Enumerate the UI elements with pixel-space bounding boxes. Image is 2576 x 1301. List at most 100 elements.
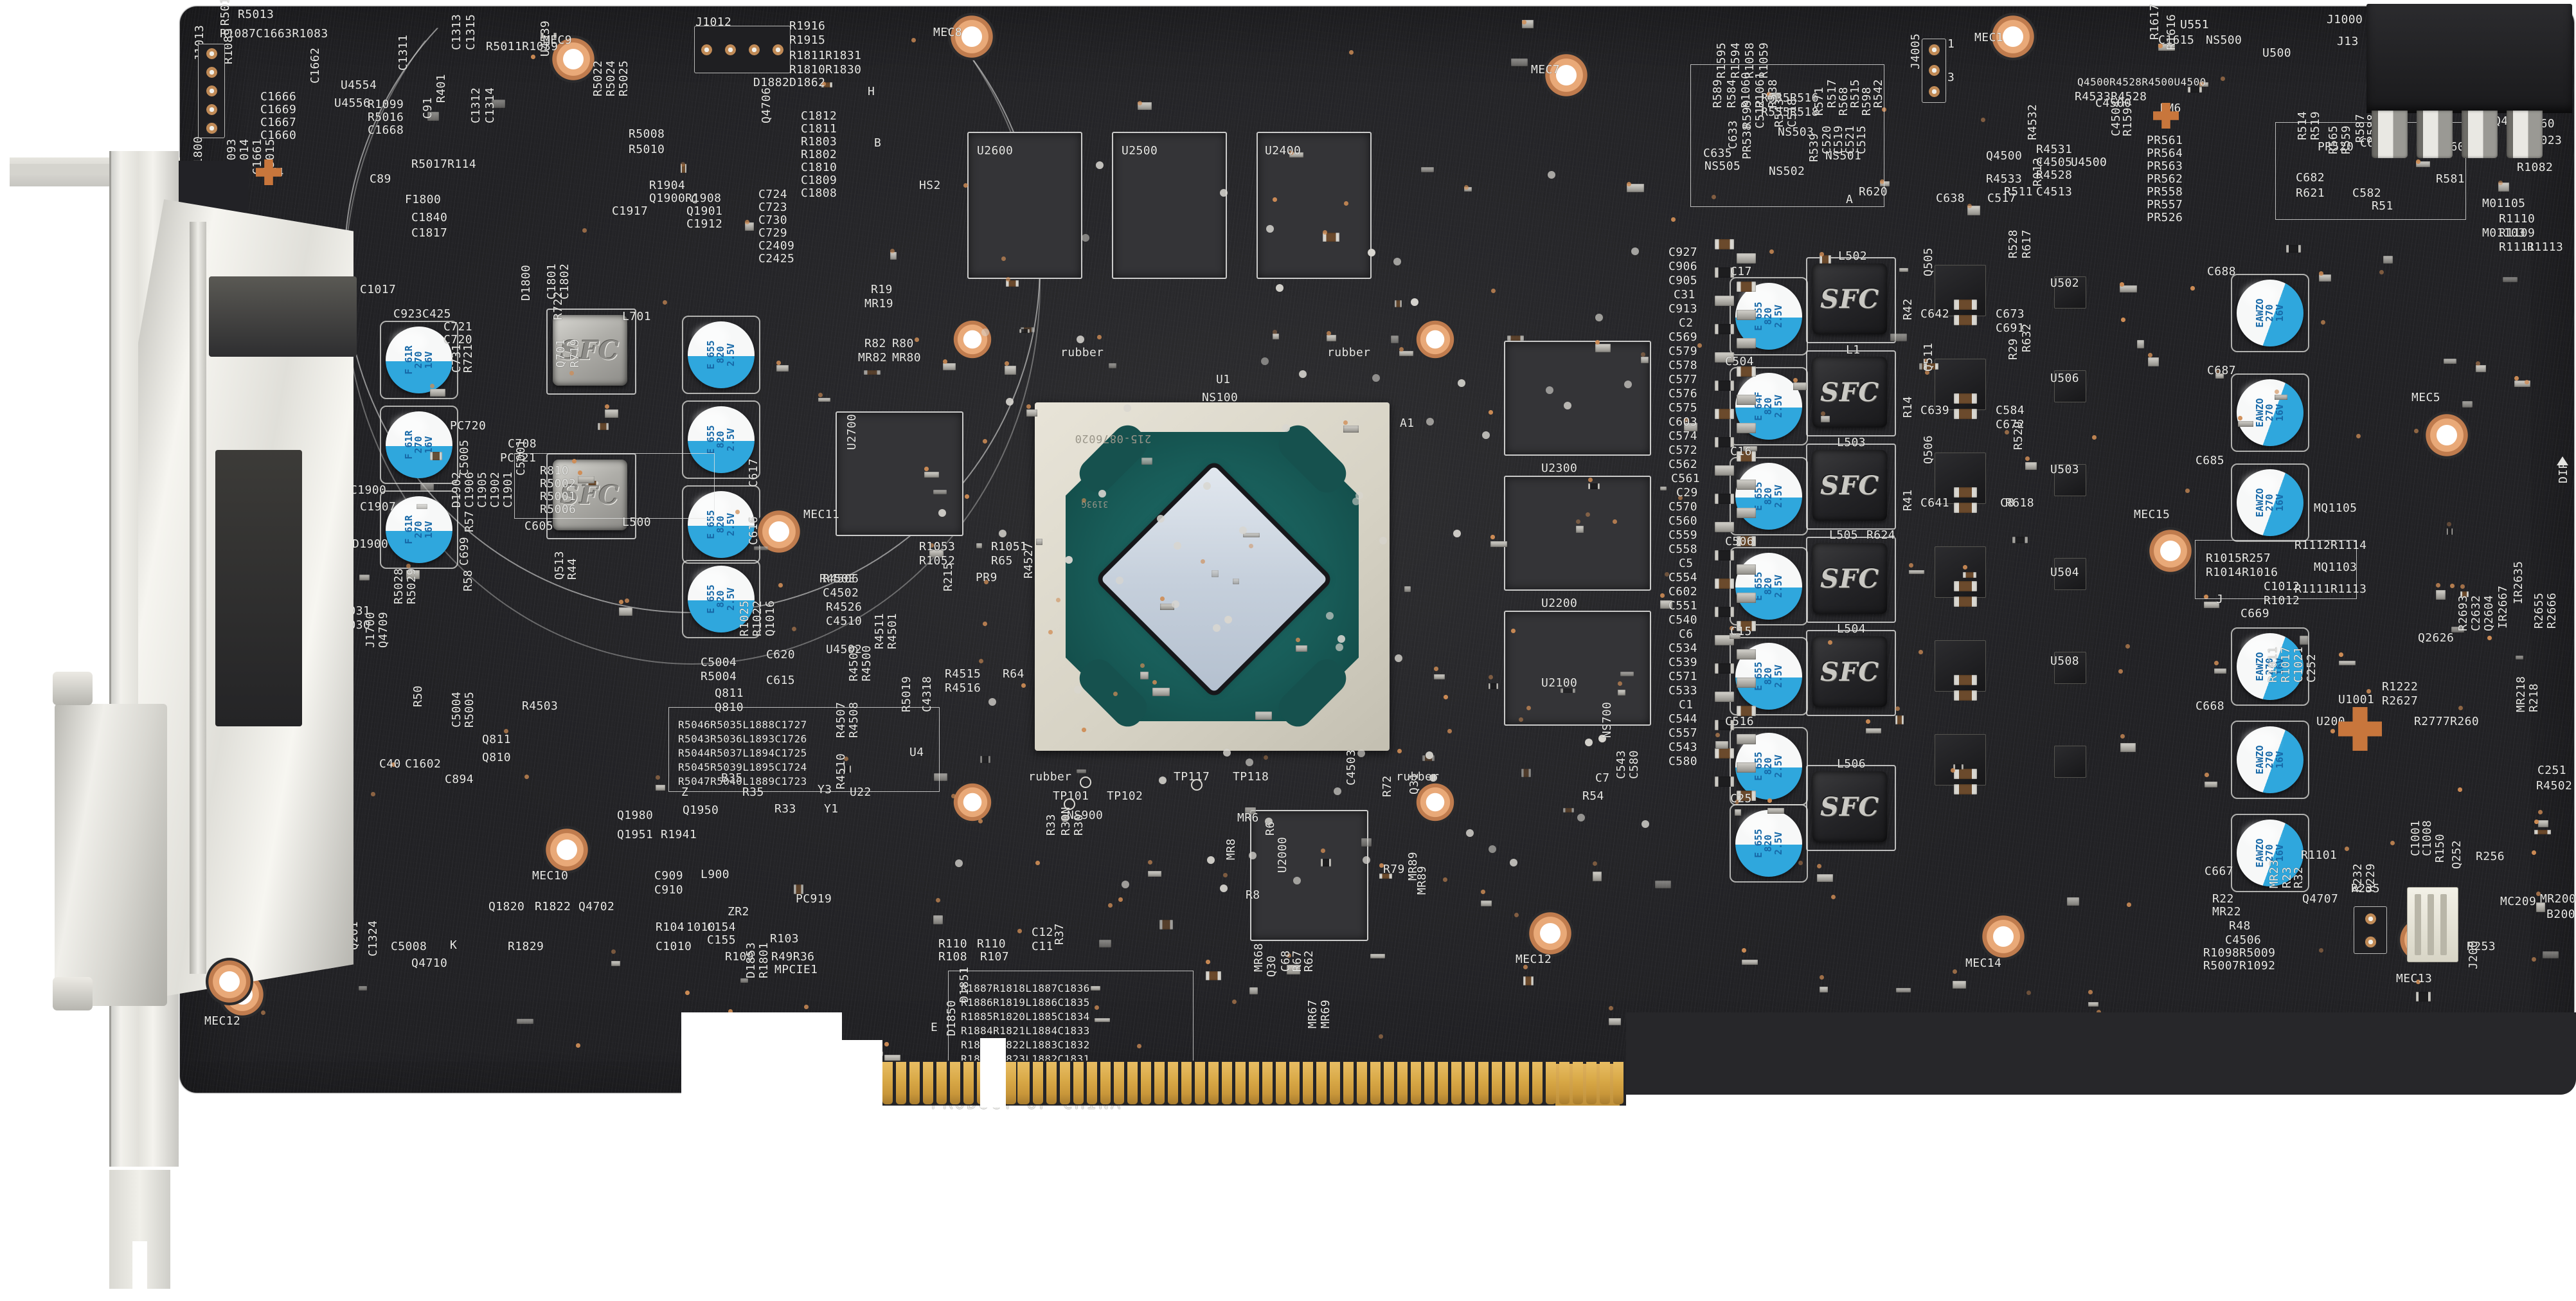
smd-passive (1592, 872, 1602, 882)
silkscreen-label: U508 (2050, 654, 2079, 668)
capacitor-pad-outline (682, 400, 760, 479)
silkscreen-label: C1312 (469, 87, 483, 123)
silkscreen-label: R1822 (535, 900, 571, 913)
power-pin (2462, 111, 2498, 158)
pcie-gold-finger (1235, 1062, 1246, 1104)
pcb-via (2125, 643, 2130, 649)
memory-chip (1504, 341, 1651, 456)
silkscreen-label: L504 (1837, 622, 1866, 636)
silkscreen-label: R80 (892, 337, 914, 350)
pcb-via (1488, 409, 1493, 415)
pcb-via (1491, 288, 1496, 293)
smd-passive (1715, 352, 1734, 363)
silkscreen-label: C2632 (2469, 595, 2483, 631)
solder-pad (1006, 397, 1014, 406)
header-j8[interactable] (2354, 906, 2387, 954)
pcb-via (1348, 49, 1354, 55)
silkscreen-label: L500 (622, 516, 651, 529)
pcb-via (951, 794, 956, 799)
pcb-via (1981, 118, 1986, 123)
pcie-gold-finger (1154, 1062, 1165, 1104)
silkscreen-label: C1615 (2158, 33, 2195, 47)
solder-pad (1547, 170, 1555, 179)
inductor-sfc: SFC (553, 315, 627, 386)
silkscreen-label: C682 (2296, 171, 2325, 184)
smd-passive (655, 784, 665, 791)
silkscreen-label: R5046R5035L1888C1727 (678, 719, 807, 731)
displayport-port[interactable] (215, 450, 302, 726)
header-j1012[interactable] (694, 26, 791, 73)
pcie-gold-finger (1141, 1062, 1151, 1104)
pcb-via (844, 756, 849, 761)
silkscreen-label: C580 (1668, 755, 1697, 768)
silkscreen-label: R4528 (2036, 168, 2073, 182)
silkscreen-label: C562 (1668, 458, 1697, 471)
silkscreen-label: C4506 (2225, 933, 2262, 947)
silkscreen-label: Q4709 (377, 611, 390, 648)
smd-passive (2120, 742, 2136, 753)
silkscreen-label: PR520 (2318, 140, 2354, 154)
pcb-via (2199, 82, 2205, 87)
silkscreen-label: MR80 (892, 351, 921, 364)
smd-passive (597, 423, 609, 430)
solder-pad (1372, 374, 1380, 382)
silkscreen-label: Q4500 (1986, 149, 2023, 163)
pcb-via (2118, 669, 2124, 674)
smd-passive (1159, 920, 1174, 930)
pcb-via (1659, 593, 1665, 598)
smd-passive (1077, 769, 1087, 773)
silkscreen-label: Q1820 (488, 900, 525, 913)
mounting-hole-mec12-left (206, 958, 253, 1005)
silkscreen-label: U2600 (977, 144, 1014, 157)
capacitor-gloss (2243, 823, 2278, 847)
hdmi-port[interactable] (209, 276, 357, 357)
pcb-via (1712, 194, 1717, 199)
smd-passive (1379, 874, 1393, 879)
smd-passive (491, 99, 505, 108)
smd-passive (1715, 522, 1734, 532)
header-j1013[interactable] (198, 44, 225, 138)
dvi-port[interactable] (55, 704, 167, 1006)
header-pin (749, 44, 760, 55)
solder-pad (1368, 248, 1376, 256)
solder-pad (1265, 817, 1273, 825)
silkscreen-label: R529 (2012, 421, 2025, 450)
pcb-via (1908, 563, 1913, 568)
smd-passive (1737, 677, 1756, 688)
pcb-via (1952, 969, 1957, 974)
silkscreen-label: R621 (2296, 186, 2325, 200)
solder-pad (1631, 247, 1639, 255)
pcb-via (1880, 179, 1885, 184)
silkscreen-label: TP102 (1107, 789, 1143, 803)
smd-passive (1962, 571, 1977, 579)
fan-connector-j200[interactable] (2407, 887, 2458, 962)
vrm-mosfet (1935, 734, 1986, 785)
silkscreen-label: R1025 (738, 600, 751, 636)
silkscreen-label: R1012 (2264, 594, 2300, 607)
silkscreen-label: R1112R1114 (2294, 539, 2367, 552)
pcb-via (1082, 728, 1087, 733)
pcb-via (935, 898, 940, 903)
silkscreen-label: U200 (2316, 715, 2345, 728)
silkscreen-label: R1101 (2301, 848, 2338, 862)
solder-pad (1466, 829, 1474, 837)
pcie-gold-finger (1600, 1062, 1610, 1104)
header-pin (206, 123, 217, 134)
smd-passive (1737, 423, 1756, 433)
header-j4005[interactable] (1922, 39, 1946, 103)
silkscreen-label: C724 (758, 188, 787, 201)
pcie-gold-finger (1195, 1062, 1205, 1104)
silkscreen-label: R1802 (801, 148, 837, 161)
pcie-power-connector[interactable] (2366, 4, 2572, 158)
pcb-via (2414, 429, 2419, 434)
silkscreen-label: C2409 (758, 239, 795, 253)
pcb-via (391, 762, 396, 767)
smd-passive (1390, 336, 1399, 343)
smd-passive (1659, 600, 1673, 609)
silkscreen-label: R1616 (2165, 13, 2178, 50)
smd-passive (1563, 808, 1575, 813)
pcb-via (2498, 180, 2503, 185)
